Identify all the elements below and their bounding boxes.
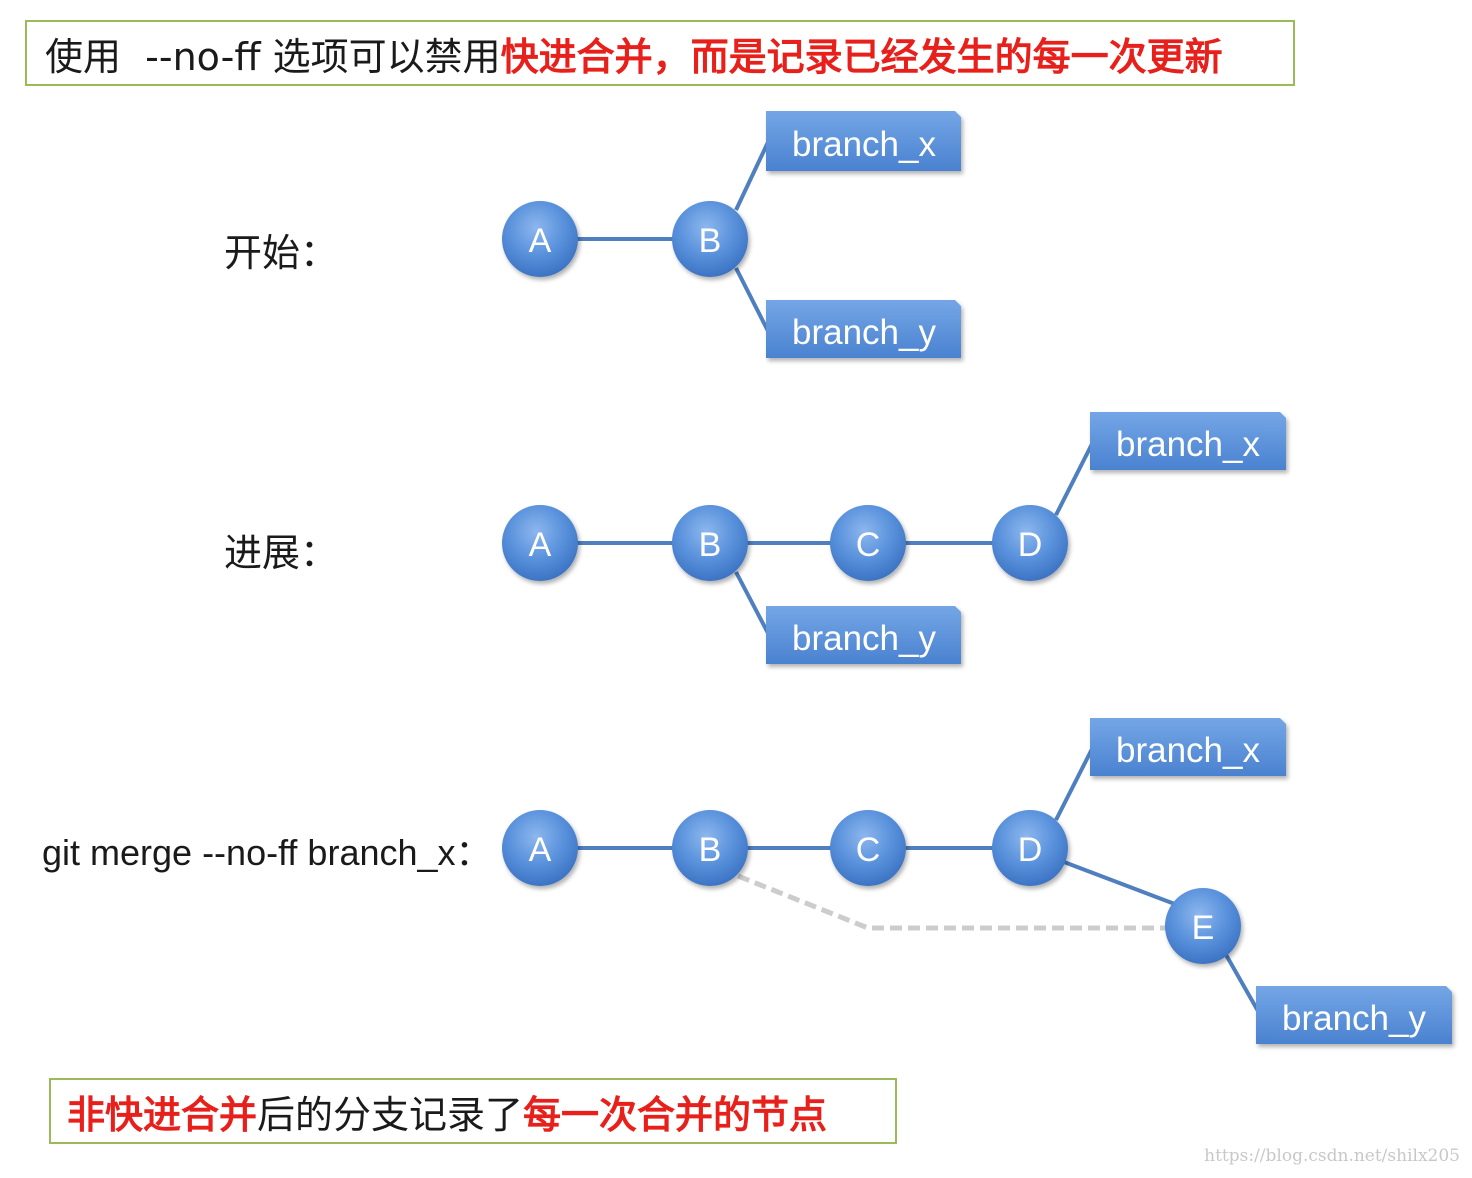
stage-progress-graph: A B C D branch_x branch_y [502, 412, 1286, 664]
bottom-caption-highlight-1: 非快进合并 [67, 1092, 258, 1137]
node-label: D [1018, 526, 1043, 564]
commit-node-a: A [502, 810, 578, 886]
bottom-caption-highlight-2: 每一次合并的节点 [523, 1092, 828, 1137]
node-label: C [856, 831, 881, 869]
top-caption-plain: 使用 --no-ff 选项可以禁用 [45, 34, 501, 79]
commit-node-a: A [502, 505, 578, 581]
branch-tag-x: branch_x [766, 111, 961, 171]
node-label: E [1192, 909, 1215, 947]
branch-label: branch_y [792, 313, 936, 352]
edge-e-branch-y [1223, 952, 1264, 1019]
branch-tag-y: branch_y [766, 606, 961, 664]
node-label: B [699, 526, 722, 564]
edge-d-branch-x [1054, 744, 1096, 821]
node-label: B [699, 222, 722, 260]
top-caption-highlight: 快进合并，而是记录已经发生的每一次更新 [500, 34, 1223, 79]
stage-label-progress: 进展： [224, 531, 339, 575]
node-label: D [1018, 831, 1043, 869]
branch-label: branch_y [792, 619, 936, 658]
stage-label-merge: git merge --no-ff branch_x： [42, 832, 492, 873]
merge-path-dashed [737, 873, 1170, 931]
commit-node-e: E [1165, 888, 1241, 964]
commit-node-b: B [672, 505, 748, 581]
commit-node-c: C [830, 810, 906, 886]
commit-node-d: D [992, 505, 1068, 581]
node-label: B [699, 831, 722, 869]
commit-node-a: A [502, 201, 578, 277]
edge-b-branch-y [734, 571, 772, 638]
branch-tag-y: branch_y [766, 300, 961, 358]
node-label: A [529, 222, 552, 260]
commit-node-d: D [992, 810, 1068, 886]
edge-b-branch-y [734, 267, 772, 336]
commit-node-b: B [672, 810, 748, 886]
top-caption: 使用 --no-ff 选项可以禁用快进合并，而是记录已经发生的每一次更新 [25, 20, 1295, 86]
branch-label: branch_y [1282, 999, 1426, 1038]
bottom-caption: 非快进合并后的分支记录了每一次合并的节点 [49, 1078, 897, 1144]
edge-b-branch-x [734, 137, 772, 211]
node-label: C [856, 526, 881, 564]
bottom-caption-plain: 后的分支记录了 [257, 1092, 524, 1137]
branch-tag-x: branch_x [1090, 412, 1286, 470]
branch-label: branch_x [1116, 425, 1260, 464]
branch-tag-y: branch_y [1256, 986, 1452, 1044]
branch-label: branch_x [1116, 731, 1260, 770]
commit-node-b: B [672, 201, 748, 277]
node-label: A [529, 526, 552, 564]
stage-label-start: 开始： [224, 231, 339, 275]
watermark: https://blog.csdn.net/shilx205 [1204, 1146, 1460, 1166]
edge-d-branch-x [1054, 439, 1096, 516]
commit-node-c: C [830, 505, 906, 581]
branch-tag-x: branch_x [1090, 718, 1286, 776]
node-label: A [529, 831, 552, 869]
branch-label: branch_x [792, 125, 936, 164]
stage-start-graph: A B branch_x branch_y [502, 111, 961, 358]
stage-merge-graph: A B C D E branch_x branch_y [502, 718, 1452, 1044]
edge-d-e [1063, 860, 1181, 908]
